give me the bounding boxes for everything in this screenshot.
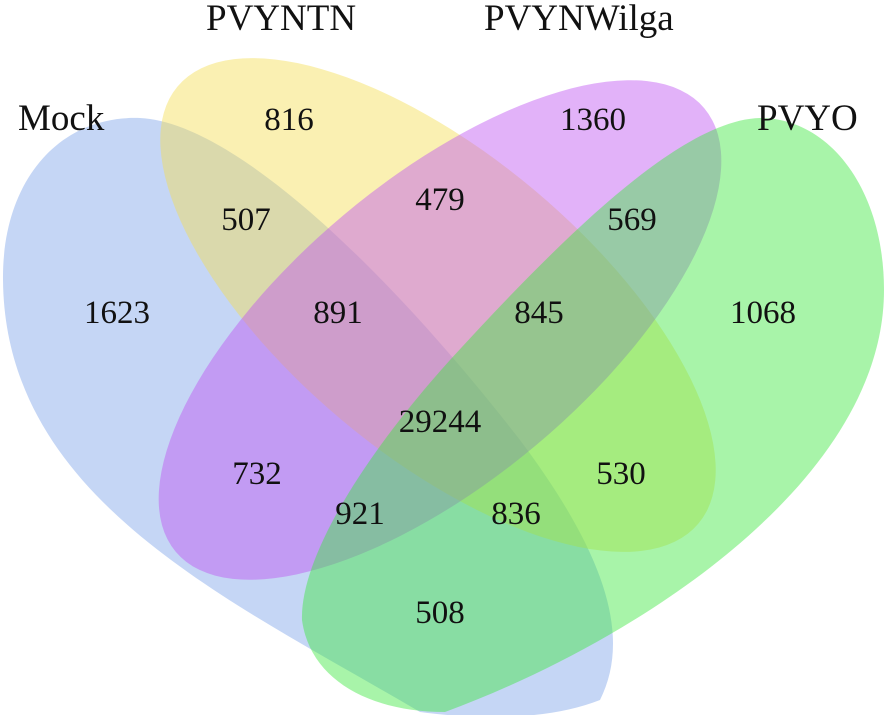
region-count-o-only: 1068 — [730, 295, 796, 331]
region-count-mock-ntn: 507 — [221, 202, 271, 238]
set-labels: Mock PVYNTN PVYNWilga PVYO — [18, 0, 858, 139]
region-count-wilga-only: 1360 — [560, 102, 626, 138]
region-count-mock-wilga: 732 — [232, 456, 282, 492]
set-shapes — [2, 58, 884, 715]
region-count-ntn-wilga-o: 845 — [514, 295, 564, 331]
region-count-ntn-only: 816 — [264, 102, 314, 138]
ntn-set-shape — [160, 58, 716, 552]
region-counts: 1623 816 1360 1068 507 479 569 891 845 2… — [84, 102, 796, 631]
region-count-all-four: 29244 — [399, 404, 482, 440]
region-count-mock-wilga-o: 921 — [335, 496, 385, 532]
set-label-pvyo: PVYO — [757, 98, 858, 139]
o-set-shape — [301, 118, 884, 712]
region-count-mock-ntn-o: 836 — [491, 496, 541, 532]
set-label-pvyntn: PVYNTN — [206, 0, 356, 39]
region-count-ntn-o: 530 — [596, 456, 646, 492]
wilga-set-shape — [158, 80, 722, 580]
region-count-ntn-wilga: 479 — [415, 182, 465, 218]
region-count-mock-o: 508 — [415, 595, 465, 631]
region-count-mock-ntn-wilga: 891 — [313, 295, 363, 331]
region-count-wilga-o: 569 — [607, 202, 657, 238]
region-count-mock-only: 1623 — [84, 295, 150, 331]
set-label-pvynwilga: PVYNWilga — [484, 0, 674, 39]
mock-set-shape — [2, 117, 613, 715]
set-label-mock: Mock — [18, 98, 105, 139]
